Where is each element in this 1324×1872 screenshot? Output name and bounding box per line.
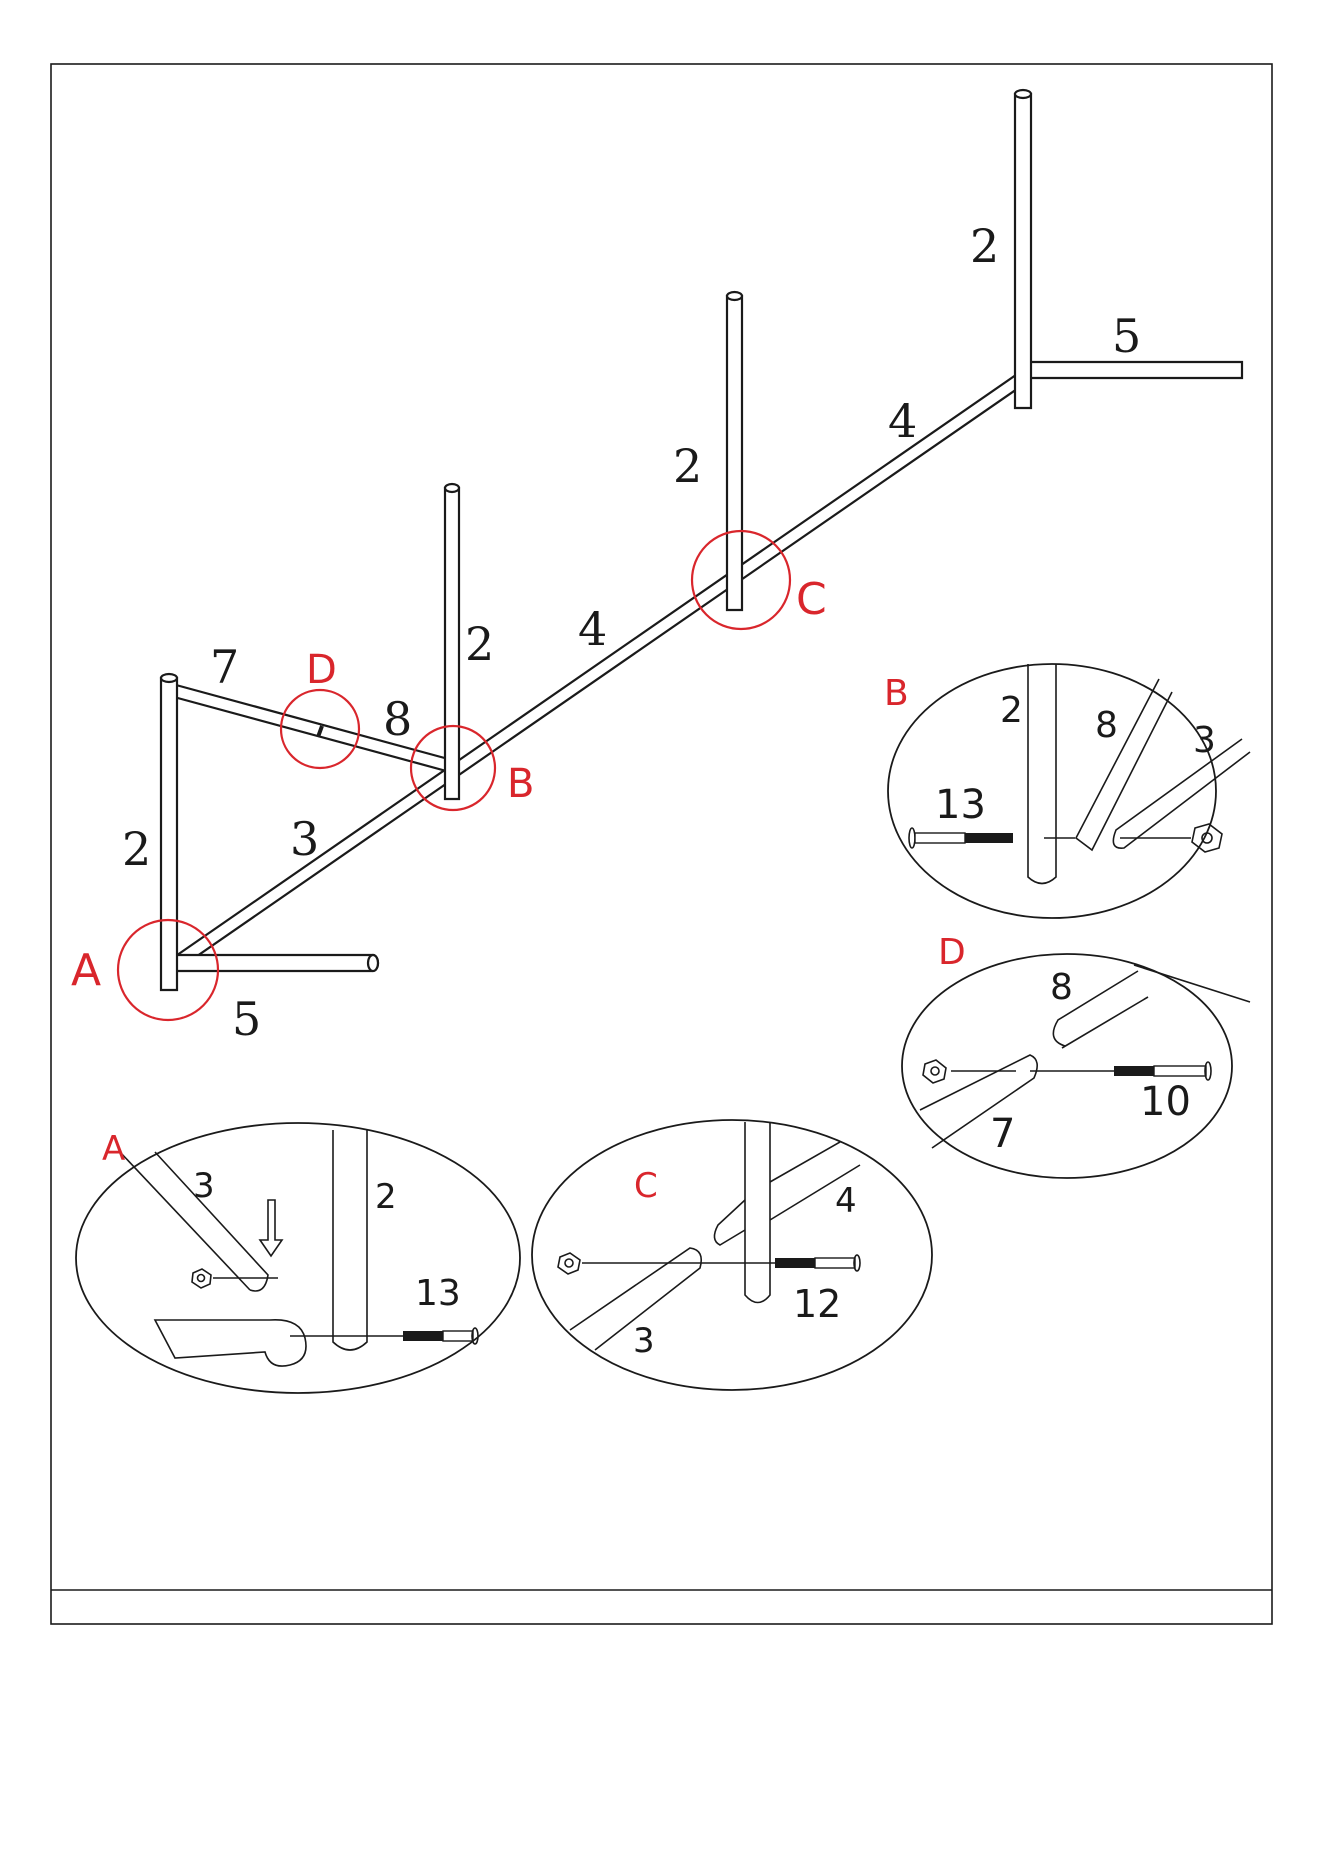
detail-b: B 2 8 3 13 <box>884 664 1250 918</box>
detail-b-label-13: 13 <box>935 782 986 828</box>
label-rail-8: 8 <box>383 692 412 746</box>
detail-c-letter: C <box>634 1166 658 1206</box>
detail-b-label-2: 2 <box>1000 690 1023 731</box>
detail-c: C 4 3 12 <box>532 1120 932 1390</box>
callout-letter-b: B <box>507 761 534 807</box>
detail-c-oval <box>532 1120 932 1390</box>
callout-letter-d: D <box>306 647 337 693</box>
detail-d-label-10: 10 <box>1140 1079 1191 1125</box>
detail-a-label-3: 3 <box>193 1166 215 1206</box>
rail-5-left <box>170 955 378 971</box>
label-post-left: 2 <box>122 822 151 876</box>
post-right <box>1015 94 1031 408</box>
detail-b-label-3: 3 <box>1193 720 1216 761</box>
label-rail-4-lower: 4 <box>578 602 607 656</box>
detail-a: A 3 2 13 <box>76 1123 520 1393</box>
rail-3-4 <box>170 368 1030 972</box>
post-left <box>161 678 177 990</box>
detail-a-oval <box>76 1123 520 1393</box>
detail-c-label-4: 4 <box>835 1181 857 1221</box>
detail-a-label-13: 13 <box>415 1273 461 1314</box>
label-rail-3: 3 <box>290 812 319 866</box>
label-rail-5-right: 5 <box>1112 309 1141 363</box>
main-part-numbers: 2 2 2 2 3 4 4 5 5 7 8 <box>122 219 1141 1046</box>
detail-d-letter: D <box>938 932 966 973</box>
detail-c-label-12: 12 <box>793 1282 841 1326</box>
detail-b-label-8: 8 <box>1095 705 1118 746</box>
detail-b-letter: B <box>884 673 909 714</box>
label-rail-4-upper: 4 <box>888 394 917 448</box>
callout-letter-a: A <box>71 945 101 996</box>
detail-c-label-3: 3 <box>633 1321 655 1361</box>
label-post-b: 2 <box>465 617 494 671</box>
label-rail-7: 7 <box>210 640 239 694</box>
rail-5-right <box>1030 362 1242 378</box>
post-c <box>727 296 742 610</box>
label-rail-5-left: 5 <box>232 992 261 1046</box>
post-b <box>445 488 459 799</box>
detail-d-label-7: 7 <box>990 1111 1015 1157</box>
label-post-c: 2 <box>673 439 702 493</box>
detail-d: D 8 7 10 <box>902 932 1250 1178</box>
callout-letter-c: C <box>796 574 827 625</box>
detail-a-letter: A <box>102 1129 125 1169</box>
detail-a-label-2: 2 <box>375 1177 397 1217</box>
label-post-right: 2 <box>970 219 999 273</box>
detail-d-label-8: 8 <box>1050 967 1073 1008</box>
